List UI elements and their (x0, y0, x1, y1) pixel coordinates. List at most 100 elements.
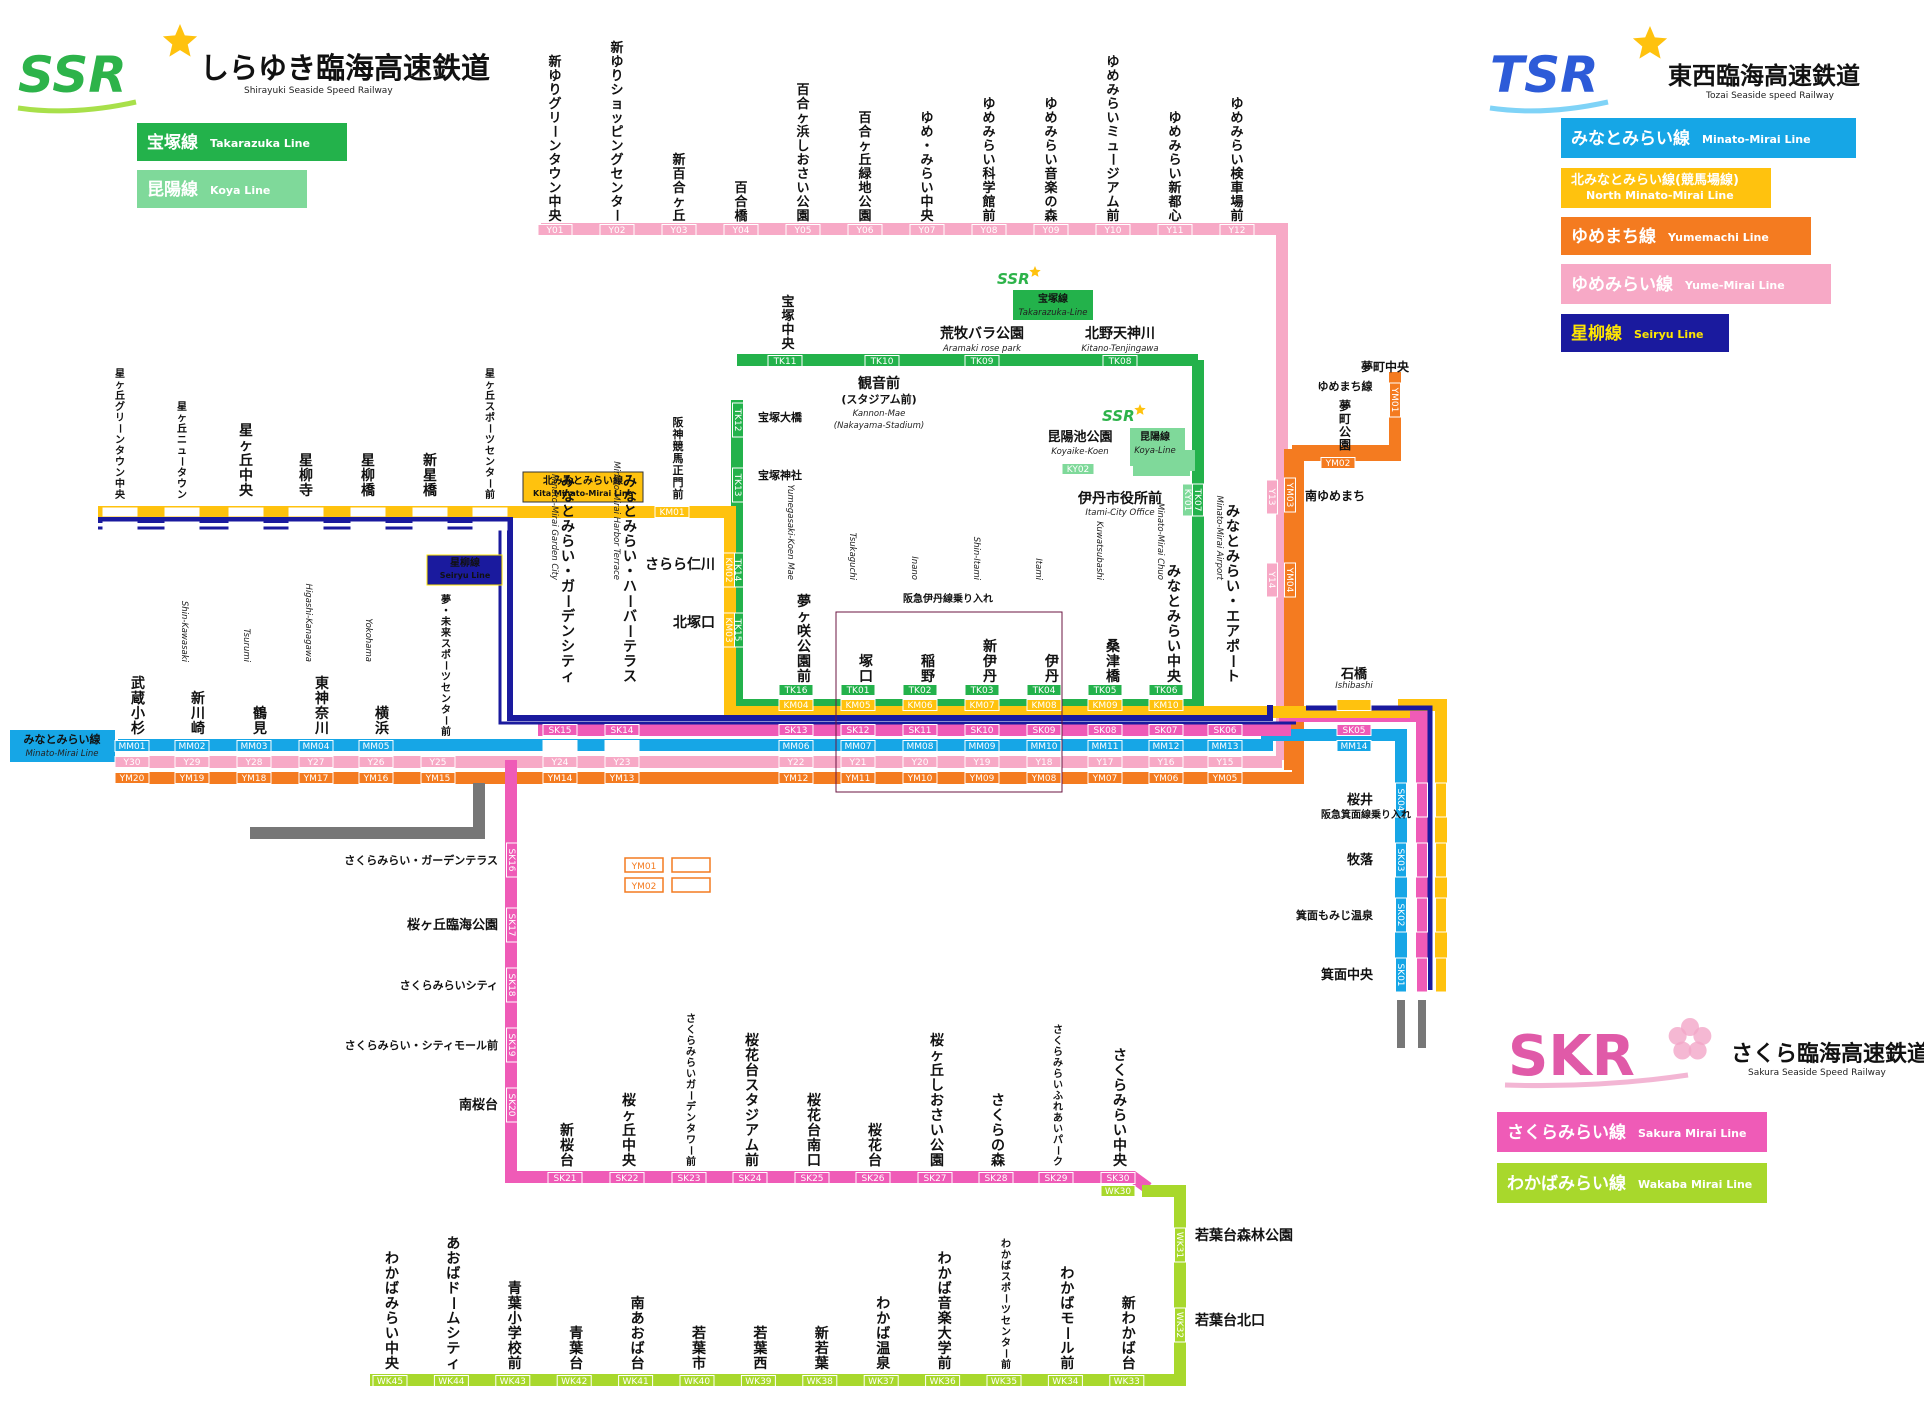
station-name: 桜ヶ丘臨海公園 (407, 917, 498, 933)
station-code-box (174, 772, 210, 784)
station-code-box (1192, 483, 1204, 517)
station-code-box (1047, 1375, 1083, 1387)
station-name-char: の (1044, 195, 1057, 210)
station-code-text: WK35 (991, 1377, 1017, 1387)
station-code-box (1336, 724, 1372, 736)
station-code: SK13 (778, 724, 814, 736)
station-name-char: 中 (239, 467, 253, 484)
station-name-char: ラ (623, 654, 637, 670)
station-name: 新若葉 (814, 1325, 830, 1372)
station-code-text: Y20 (911, 758, 929, 768)
station-code-text: TK13 (732, 473, 742, 497)
station-code-text: WK30 (1105, 1187, 1132, 1197)
station-name-char: 正 (673, 464, 684, 477)
station-name-char: ・ (920, 139, 933, 154)
station-name-char: リ (115, 412, 125, 424)
station-code: KM03 (723, 612, 735, 648)
station-name-char: み (1106, 83, 1119, 98)
station-name-char: ー (440, 661, 451, 671)
station-code (228, 507, 264, 517)
station-name-char: ド (446, 1281, 460, 1297)
station-name-en: Minato-Mirai Garden City (549, 474, 559, 581)
star-icon (1029, 266, 1041, 277)
wakaba-mirai-line (370, 1185, 1186, 1386)
station-name-char: 丘 (115, 390, 125, 402)
station-code-text: SK12 (846, 726, 869, 736)
station-code-text: Y07 (918, 226, 936, 236)
station-code-box (1207, 772, 1243, 784)
station-code-box (1087, 756, 1123, 768)
station-name-char: 前 (938, 1355, 952, 1372)
station-code-box (164, 521, 200, 531)
station-name-char: み (561, 474, 575, 490)
station-name-char: ら (1053, 1068, 1063, 1080)
station-code-box (542, 772, 578, 784)
station-code-text: YM13 (609, 774, 635, 784)
station-name: 石橋 (1340, 666, 1368, 682)
station-name-char: テ (561, 654, 575, 670)
legend-swatch (1497, 1112, 1767, 1152)
station-name-char: わ (938, 1251, 952, 1267)
station-name-char: 伊 (1044, 653, 1059, 670)
station-name-char: ゆ (548, 69, 561, 84)
station-code: Y29 (174, 756, 210, 768)
station-code (350, 521, 386, 531)
station-name-char: あ (1053, 1111, 1063, 1124)
station-name-char: 青 (569, 1325, 583, 1342)
station-code-text: SK06 (1213, 726, 1236, 736)
station-code-text: WK34 (1052, 1377, 1079, 1387)
station-name-char: 奈 (314, 705, 330, 722)
station-code-text: Y27 (307, 758, 325, 768)
station-code-text: SK25 (800, 1174, 823, 1184)
station-name-char: り (610, 69, 623, 84)
station-name-char: い (686, 1069, 696, 1080)
station-name-char: ン (561, 624, 575, 640)
station-code-box (506, 967, 518, 1003)
station-name: 塚口 (859, 654, 873, 685)
station-name-char: モ (1060, 1311, 1074, 1327)
station-name-char: 新 (548, 54, 561, 70)
station-name-char: ー (1052, 1146, 1063, 1156)
station-name-char: ュ (177, 446, 187, 457)
station-code-box (964, 684, 1000, 696)
station-name: 荒牧バラ公園 (939, 325, 1024, 342)
station-code: YM15 (420, 772, 456, 784)
station-name-char: く (1053, 1035, 1063, 1047)
station-code-text: YM06 (1153, 774, 1179, 784)
station-code: WK30 (1100, 1185, 1136, 1197)
station-code-text: WK36 (929, 1377, 956, 1387)
station-code-box (654, 506, 690, 518)
station-code-box (164, 507, 200, 517)
station-name-char: 丘 (622, 1123, 636, 1139)
station-code-text: Y22 (787, 758, 805, 768)
station-name-char: ガ (561, 579, 575, 595)
star-icon (1632, 26, 1668, 59)
station-name-char: 学 (938, 1340, 952, 1357)
station-code-box (1207, 756, 1243, 768)
station-name-en: Tsukaguchi (847, 533, 857, 581)
station-code-text: Y08 (980, 226, 998, 236)
station-name-char: 園 (930, 1153, 944, 1169)
station-code: TK16 (778, 684, 814, 696)
station-code-text: MM01 (119, 742, 146, 752)
station-name: 箕面中央 (1321, 967, 1374, 983)
station-code-box (420, 772, 456, 784)
station-code-box (236, 756, 272, 768)
station-name-char: 夢 (1339, 398, 1351, 413)
station-code-text: SK11 (908, 726, 931, 736)
station-name-char: 中 (385, 1340, 399, 1357)
station-code-box (767, 355, 803, 367)
station-name: (スタジアム前) (841, 392, 916, 406)
station-name-char: 桑 (1106, 639, 1121, 655)
station-name: 横浜 (375, 705, 390, 737)
station-name-char: い (1167, 639, 1181, 655)
station-code: TK09 (964, 355, 1000, 367)
station-name-char: 台 (569, 1355, 583, 1372)
station-code: Y28 (236, 756, 272, 768)
station-code-text: SK08 (1093, 726, 1116, 736)
